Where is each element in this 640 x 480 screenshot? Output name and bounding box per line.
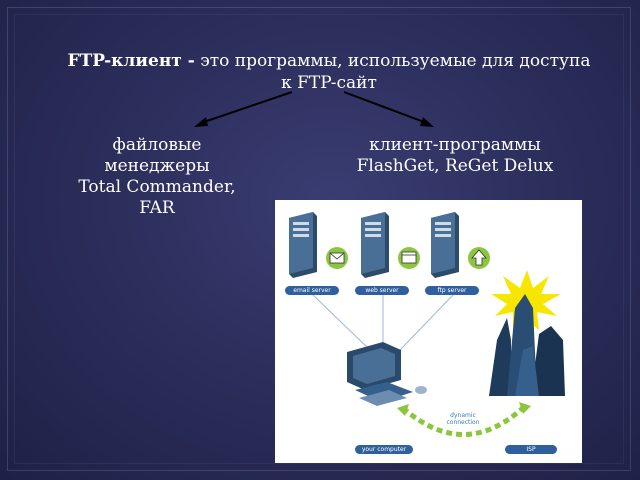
city-skyline-icon [489,294,565,396]
file-managers-line3: Total Commander, [78,177,236,197]
dynamic-connection-line2: connection [446,419,480,426]
link-ftp [399,294,454,351]
computer-icon [347,342,427,406]
your-computer-label: your computer [355,445,413,454]
right-arrow-line [343,91,425,123]
slide-frame [7,7,631,471]
heading-term: FTP-клиент - [67,51,195,71]
link-email [312,294,371,351]
email-server-tower [289,212,317,278]
client-programs-line1: клиент-программы [369,135,541,155]
file-managers-block: файловые менеджеры Total Commander, FAR [52,135,262,219]
left-arrow-line [203,91,293,123]
heading-definition: это программы, используемые для доступа … [194,51,591,93]
network-diagram-graphics [289,212,565,437]
window-icon [398,247,420,269]
file-managers-line2: менеджеры [104,156,210,176]
network-diagram: email server web server ftp server dynam… [275,200,582,463]
connection-arrowhead-right [519,402,531,414]
file-managers-line4: FAR [139,198,175,218]
left-arrowhead [194,117,208,127]
upload-arrow-icon [468,247,490,269]
slide-frame-inner [14,14,624,464]
email-server-label: email server [285,286,339,295]
dynamic-connection-line1: dynamic [450,412,476,419]
client-programs-line2: FlashGet, ReGet Delux [356,156,554,176]
client-programs-block: клиент-программы FlashGet, ReGet Delux [330,135,580,177]
web-server-label: web server [355,286,409,295]
ftp-server-label: ftp server [425,286,479,295]
isp-label: ISP [505,445,557,454]
slide-heading: FTP-клиент - это программы, используемые… [64,50,594,94]
web-server-tower [361,212,389,278]
connection-arrowhead-left [397,404,409,416]
dynamic-connection-label: dynamic connection [433,412,493,426]
file-managers-line1: файловые [112,135,202,155]
right-arrowhead [420,117,434,127]
ftp-server-tower [431,212,459,278]
envelope-icon [326,247,348,269]
